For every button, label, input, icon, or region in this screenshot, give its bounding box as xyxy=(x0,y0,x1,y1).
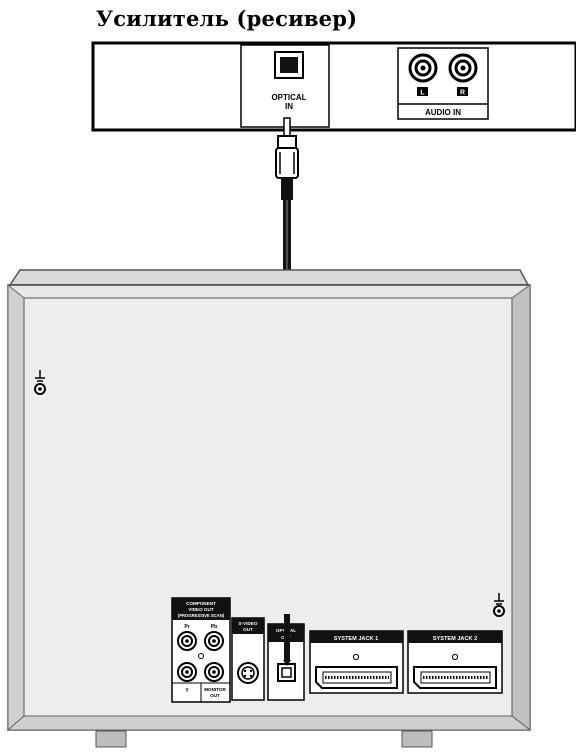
monitor-out-jack xyxy=(204,662,224,682)
optical-out-panel: OPTICAL OUT xyxy=(267,623,305,701)
component-label-1: COMPONENT xyxy=(186,601,216,606)
system-jack-1-panel: SYSTEM JACK 1 xyxy=(309,630,404,694)
pb-label: Pb xyxy=(211,624,217,630)
left-channel-label: L xyxy=(420,90,425,97)
monitor-out-label-2: OUT xyxy=(210,693,220,698)
amp-optical-label-1: OPTICAL xyxy=(271,93,306,102)
optical-cable-tip xyxy=(283,614,291,666)
svideo-out-panel: S-VIDEO OUT xyxy=(231,617,265,701)
right-channel-label: R xyxy=(460,90,465,97)
system-jack-1-label: SYSTEM JACK 1 xyxy=(334,636,378,642)
y-jack xyxy=(177,662,197,682)
monitor-out-label-1: MONITOR xyxy=(204,687,226,692)
system-jack-1-connector xyxy=(315,666,398,689)
amplifier-box xyxy=(91,41,576,132)
system-jack-2-panel: SYSTEM JACK 2 xyxy=(407,630,503,694)
y-label: Y xyxy=(185,688,189,694)
svideo-jack xyxy=(237,662,259,684)
pr-label: Pr xyxy=(184,624,189,630)
svideo-label-1: S-VIDEO xyxy=(239,621,258,626)
main-unit xyxy=(6,269,532,748)
component-video-out-panel: COMPONENT VIDEO OUT (PROGRESSIVE SCAN) P… xyxy=(171,597,231,703)
pb-jack xyxy=(204,631,224,651)
pr-jack xyxy=(177,631,197,651)
diagram-title: Усилитель (ресивер) xyxy=(96,6,358,31)
audio-in-label: AUDIO IN xyxy=(425,108,461,117)
amplifier-optical-in-port: OPTICAL IN xyxy=(240,44,330,128)
ground-terminal-left xyxy=(34,370,46,395)
amp-optical-label-2: IN xyxy=(285,102,293,111)
optical-out-jack xyxy=(277,663,296,682)
system-jack-2-label: SYSTEM JACK 2 xyxy=(433,636,477,642)
component-label-2: VIDEO OUT xyxy=(188,607,213,612)
component-label-3: (PROGRESSIVE SCAN) xyxy=(178,613,225,618)
svideo-label-2: OUT xyxy=(243,627,253,632)
system-jack-2-connector xyxy=(413,666,497,689)
ground-terminal-right xyxy=(493,593,505,617)
amplifier-audio-in-port: L R AUDIO IN xyxy=(397,47,489,120)
